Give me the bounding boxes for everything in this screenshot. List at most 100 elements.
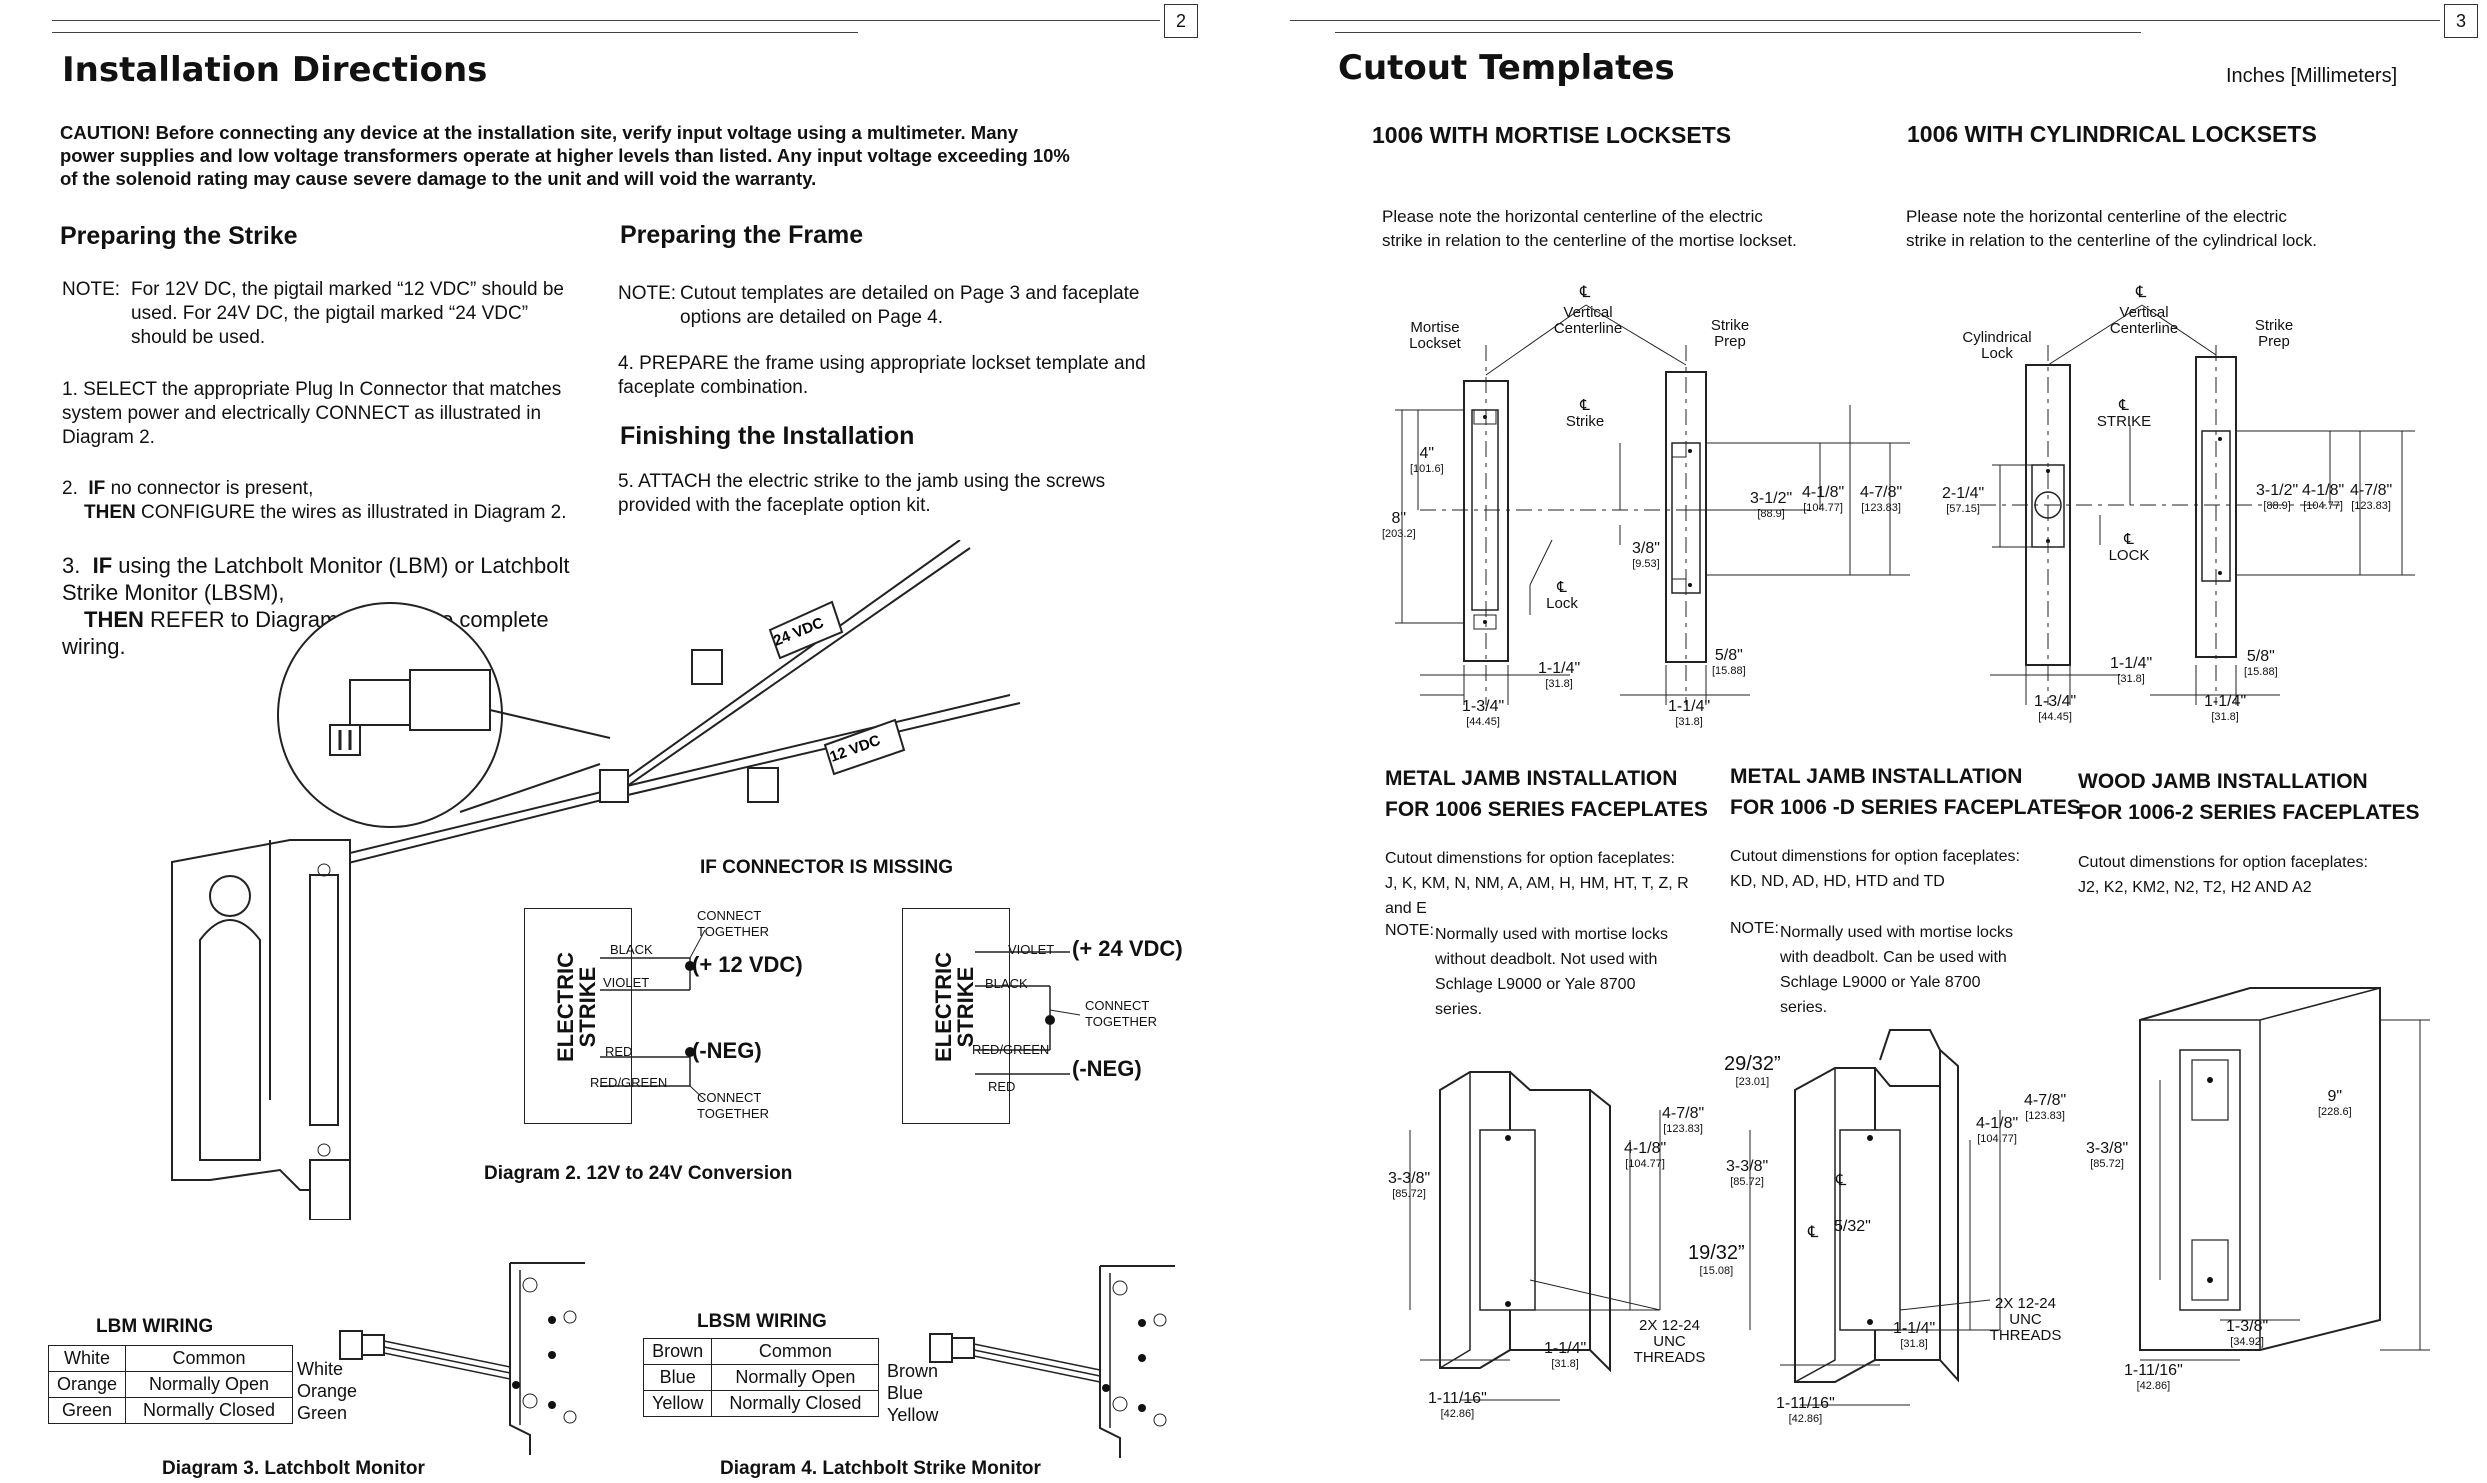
mortise-dim-3-1-2: 3-1/2"[88.9] [1750, 490, 1793, 520]
table-cell: Normally Closed [125, 1397, 294, 1424]
page-title: Installation Directions [62, 50, 488, 90]
metal2-threads: 2X 12-24 UNC THREADS [1989, 1295, 2062, 1344]
metal1-dim-4-1-8: 4-1/8"[104.77] [1624, 1140, 1667, 1170]
wiring-left-w3: RED [605, 1044, 633, 1059]
wiring-right-pos: (+ 24 VDC) [1072, 936, 1183, 961]
wiring-right-w1: VIOLET [1008, 942, 1055, 957]
metal2-dim-3-3-8: 3-3/8"[85.72] [1726, 1158, 1769, 1188]
table-cell: Normally Closed [711, 1390, 880, 1417]
cyl-vertical-label: Vertical Centerline [2109, 304, 2179, 337]
wiring-right-w4: RED [988, 1079, 1016, 1094]
strike-step-2: 2. IF no connector is present, THEN CONF… [62, 478, 567, 523]
mortise-note: Please note the horizontal centerline of… [1382, 207, 1797, 250]
units-label: Inches [Millimeters] [2226, 65, 2398, 87]
wire-label: Brown [887, 1361, 939, 1381]
table-cell: Common [125, 1345, 294, 1372]
heading-preparing-strike: Preparing the Strike [60, 222, 298, 250]
wood-cut: Cutout dimenstions for option faceplates… [2078, 854, 2368, 896]
cyl-lock-label: ℄LOCK [2108, 531, 2150, 564]
mortise-dim-1-3-4: 1-3/4"[44.45] [1462, 698, 1505, 728]
step2-text-b: CONFIGURE the wires as illustrated in Di… [141, 502, 567, 523]
heading-preparing-frame: Preparing the Frame [620, 221, 864, 249]
wiring-right-c1: CONNECT TOGETHER [1085, 998, 1157, 1029]
frame-step-4: 4. PREPARE the frame using appropriate l… [618, 353, 1146, 398]
diagram-3-caption: Diagram 3. Latchbolt Monitor [162, 1458, 425, 1479]
metal1-dim-3-3-8: 3-3/8"[85.72] [1388, 1170, 1431, 1200]
wiring-left-box-label: ELECTRIC STRIKE [553, 952, 600, 1062]
cylindrical-diagram [1980, 304, 2415, 705]
step3-then: THEN [84, 607, 144, 632]
wiring-left-lines [600, 929, 706, 1101]
wood-drawing [2139, 987, 2430, 1361]
lbsm-title: LBSM WIRING [697, 1311, 827, 1332]
wood-dim-9: 9"[228.6] [2318, 1088, 2352, 1118]
table-cell: Orange [47, 1371, 127, 1398]
metal2-dim-4-1-8: 4-1/8"[104.77] [1976, 1115, 2019, 1145]
cyl-cl-top: ℄ [2136, 284, 2147, 301]
wiring-left-w4: RED/GREEN [590, 1075, 668, 1090]
mortise-diagram [1395, 304, 1910, 705]
metal1-note: Normally used with mortise locks without… [1435, 926, 1668, 1018]
cyl-dim-5-8: 5/8"[15.88] [2244, 648, 2278, 678]
diagram-4-caption: Diagram 4. Latchbolt Strike Monitor [720, 1458, 1041, 1479]
finishing-step-5: 5. ATTACH the electric strike to the jam… [618, 471, 1106, 516]
wood-dim-1-11-16: 1-11/16"[42.86] [2124, 1362, 2183, 1392]
mortise-dim-1-1-4-b: 1-1/4"[31.8] [1668, 698, 1711, 728]
wiring-right-w2: BLACK [985, 976, 1028, 991]
wire-label: Orange [297, 1381, 358, 1401]
metal2-dim-1-1-4: 1-1/4"[31.8] [1893, 1320, 1936, 1350]
metal1-dim-1-1-4: 1-1/4"[31.8] [1544, 1340, 1587, 1370]
connector-missing-title: IF CONNECTOR IS MISSING [700, 857, 954, 878]
page-title: Cutout Templates [1338, 48, 1675, 88]
mortise-strike-label: ℄Strike [1565, 397, 1605, 430]
cyl-strike-prep-label: Strike Prep [2254, 317, 2294, 350]
mortise-lock-label: ℄Lock [1546, 579, 1578, 612]
cyl-dim-3-1-2: 3-1/2"[88.9] [2256, 482, 2299, 512]
wiring-right-box [902, 908, 1010, 1124]
caution-text: CAUTION! Before connecting any device at… [60, 122, 1070, 189]
metal2-note-label: NOTE: [1730, 920, 1779, 937]
table-cell: Blue [642, 1364, 713, 1391]
wiring-left-w2: VIOLET [603, 975, 650, 990]
strike-step-1: 1. SELECT the appropriate Plug In Connec… [62, 379, 562, 448]
table-cell: Green [47, 1397, 127, 1424]
wiring-left-neg: (-NEG) [692, 1038, 762, 1063]
wiring-left-w1: BLACK [610, 942, 653, 957]
wood-dim-1-3-8: 1-3/8"[34.92] [2226, 1318, 2269, 1348]
mortise-dim-8: 8"[203.2] [1382, 510, 1416, 540]
cyl-dim-1-3-4: 1-3/4"[44.45] [2034, 693, 2077, 723]
wood-dim-3-3-8: 3-3/8"[85.72] [2086, 1140, 2129, 1170]
lbm-wire-labels: White Orange Green [297, 1358, 357, 1424]
metal2-dim-1-11-16: 1-11/16"[42.86] [1776, 1395, 1835, 1425]
step2-then: THEN [84, 502, 136, 523]
metal1-cut: Cutout dimenstions for option faceplates… [1385, 850, 1689, 917]
cyl-dim-1-1-4-b: 1-1/4"[31.8] [2204, 693, 2247, 723]
strike-illustration: 24 VDC 12 VDC [171, 540, 1021, 1220]
wiring-right-w3: RED/GREEN [972, 1042, 1050, 1057]
mortise-strike-prep-label: Strike Prep [1710, 317, 1750, 350]
step3-text-a: using the Latchbolt Monitor (LBM) or Lat… [62, 553, 570, 605]
page-number: 2 [1164, 4, 1198, 38]
metal2-cl-2: ℄ [1808, 1224, 1819, 1241]
lbm-illustration [339, 1262, 585, 1455]
metal1-drawing [1409, 1071, 1661, 1401]
heading-mortise: 1006 WITH MORTISE LOCKSETS [1372, 122, 1732, 148]
lbsm-illustration [929, 1265, 1175, 1458]
cyl-dim-1-1-4-a: 1-1/4"[31.8] [2110, 655, 2153, 685]
mortise-dim-4-7-8: 4-7/8"[123.83] [1860, 484, 1903, 514]
mortise-dim-1-1-4-a: 1-1/4"[31.8] [1538, 660, 1581, 690]
heading-cylindrical: 1006 WITH CYLINDRICAL LOCKSETS [1907, 121, 2317, 147]
table-cell: Normally Open [711, 1364, 880, 1391]
cyl-strike-label: ℄STRIKE [2096, 397, 2152, 430]
table-cell: Normally Open [125, 1371, 294, 1398]
cyl-dim-2-1-4: 2-1/4"[57.15] [1942, 485, 1985, 515]
strike-note-label: NOTE: [62, 279, 121, 300]
wire-label: Blue [887, 1383, 924, 1403]
